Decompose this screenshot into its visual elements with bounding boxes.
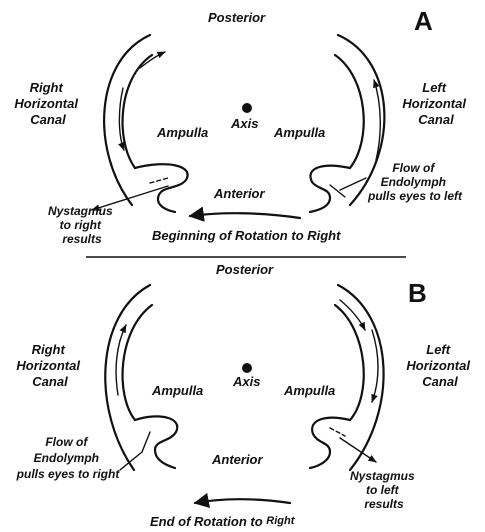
panel-b-right-cupula bbox=[330, 428, 345, 436]
panel-a-rotation-arrow bbox=[190, 213, 300, 218]
panel-b-left-ampulla bbox=[135, 416, 177, 468]
panel-a-letter: A bbox=[414, 6, 433, 36]
panel-b-left-canal-inner-wall bbox=[335, 305, 364, 420]
panel-b-left-canal-label: Left Horizontal Canal bbox=[406, 342, 473, 389]
panel-a-right-cupula bbox=[330, 185, 345, 197]
panel-b-nystagmus-note: Nystagmus to left results bbox=[350, 469, 418, 511]
panel-a-axis-dot bbox=[242, 103, 252, 113]
panel-b-rotation-arrow bbox=[195, 499, 290, 503]
panel-a-left-canal-label: Left Horizontal Canal bbox=[402, 80, 469, 127]
panel-b-axis-label: Axis bbox=[232, 374, 260, 389]
panel-a-caption: Beginning of Rotation to Right bbox=[152, 228, 341, 243]
panel-b-flow-note: Flow of Endolymph pulls eyes to right bbox=[16, 435, 121, 481]
panel-b-left-canal-outer-wall bbox=[338, 285, 384, 470]
panel-b-ampulla-left-label: Ampulla bbox=[151, 383, 203, 398]
panel-a-right-canal-outer-wall bbox=[104, 35, 150, 205]
panel-b-ampulla-right-label: Ampulla bbox=[283, 383, 335, 398]
panel-b-anterior-label: Anterior bbox=[211, 452, 264, 467]
panel-b-posterior-label: Posterior bbox=[216, 262, 274, 277]
panel-a-left-cupula bbox=[150, 178, 168, 183]
panel-b-right-canal-inner-wall bbox=[123, 305, 152, 420]
panel-a-posterior-label: Posterior bbox=[208, 10, 266, 25]
panel-b-right-canal-label: Right Horizontal Canal bbox=[16, 342, 83, 389]
panel-b: B Posterior Axis Ampulla Ampulla Anterio… bbox=[16, 262, 474, 529]
panel-a: A Posterior Axis Ampulla Ampulla Anterio… bbox=[14, 6, 469, 246]
panel-b-letter: B bbox=[408, 278, 427, 308]
panel-a-right-canal-inner-wall bbox=[123, 55, 152, 168]
panel-a-right-canal-label: Right Horizontal Canal bbox=[14, 80, 81, 127]
panel-b-caption-main: End of Rotation to bbox=[150, 514, 263, 529]
panel-a-ampulla-left-label: Ampulla bbox=[156, 125, 208, 140]
panel-a-flow-note: Flow of Endolymph pulls eyes to left bbox=[367, 161, 463, 203]
panel-b-caption: End of Rotation to Right bbox=[150, 514, 296, 529]
panel-a-axis-label: Axis bbox=[230, 116, 258, 131]
panel-b-left-cupula bbox=[142, 432, 150, 452]
panel-a-nystagmus-note: Nystagmus to right results bbox=[48, 204, 116, 246]
panel-b-axis-dot bbox=[242, 363, 252, 373]
panel-b-caption-tail: Right bbox=[266, 515, 295, 527]
panel-a-ampulla-right-label: Ampulla bbox=[273, 125, 325, 140]
panel-a-anterior-label: Anterior bbox=[213, 186, 266, 201]
panel-b-right-flow-arrow-1 bbox=[372, 330, 378, 402]
panel-b-right-ampulla bbox=[310, 418, 350, 468]
panel-a-left-canal-inner-wall bbox=[335, 55, 364, 168]
